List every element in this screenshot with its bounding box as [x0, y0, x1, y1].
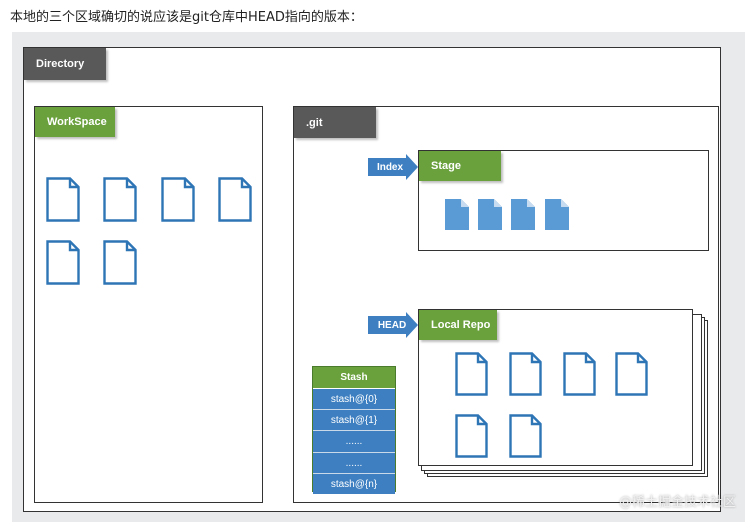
watermark: @稀土掘金技术社区 [618, 495, 736, 510]
stash-title: Stash [313, 367, 395, 389]
git-tag: .git [294, 107, 376, 138]
document-icon [46, 177, 80, 222]
document-icon [509, 414, 542, 458]
document-icon [103, 240, 137, 285]
local-repo-label: Local Repo [431, 319, 491, 331]
stage-label: Stage [431, 160, 461, 172]
stash-entry: ...... [313, 431, 395, 453]
document-icon [509, 352, 542, 396]
workspace-frame [34, 106, 263, 503]
document-icon [563, 352, 596, 396]
document-icon [445, 199, 469, 230]
document-icon [455, 414, 488, 458]
index-arrow-icon [368, 154, 418, 180]
stash-entry: stash@{n} [313, 474, 395, 494]
stash-entry: ...... [313, 453, 395, 474]
index-label: Index [376, 161, 404, 173]
document-icon [478, 199, 502, 230]
local-repo-tag: Local Repo [419, 310, 497, 340]
head-arrow-icon [368, 312, 418, 338]
document-icon [455, 352, 488, 396]
document-icon [511, 199, 535, 230]
document-icon [218, 177, 252, 222]
stash-entry: stash@{0} [313, 389, 395, 410]
head-label: HEAD [377, 319, 407, 331]
document-icon [615, 352, 648, 396]
document-icon [545, 199, 569, 230]
directory-tag: Directory [24, 48, 106, 80]
document-icon [103, 177, 137, 222]
stash-entry: stash@{1} [313, 410, 395, 431]
git-label: .git [306, 116, 323, 129]
document-icon [161, 177, 195, 222]
stage-tag: Stage [419, 151, 501, 181]
workspace-label: WorkSpace [47, 116, 107, 128]
directory-label: Directory [36, 58, 85, 70]
stash-table: Stash stash@{0} stash@{1} ...... ...... … [312, 366, 396, 494]
document-icon [46, 240, 80, 285]
page-caption: 本地的三个区域确切的说应该是git仓库中HEAD指向的版本： [10, 10, 363, 25]
workspace-tag: WorkSpace [35, 107, 115, 137]
